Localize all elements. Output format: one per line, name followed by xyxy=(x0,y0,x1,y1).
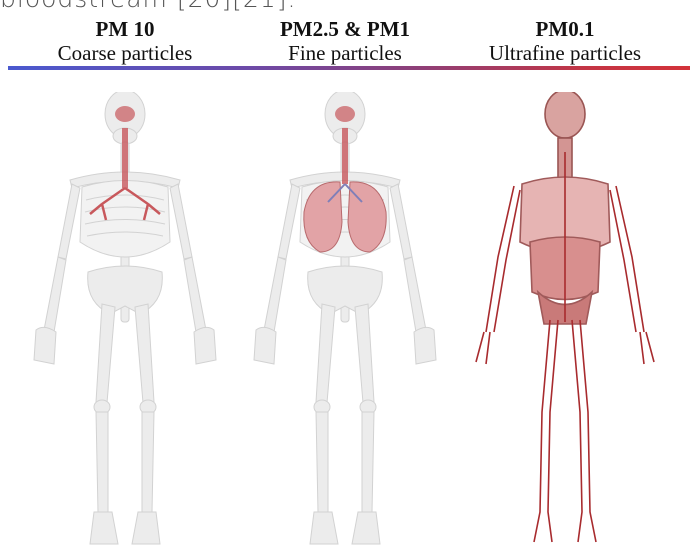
pm01-body-figure xyxy=(450,92,680,552)
pm10-header: PM 10 Coarse particles xyxy=(10,17,240,65)
pm25-level-label: PM2.5 & PM1 xyxy=(230,17,460,41)
cut-off-caption-text: bloodstream [20][21]. xyxy=(0,0,296,13)
pm01-level-label: PM0.1 xyxy=(450,17,680,41)
pm25-body-figure xyxy=(230,92,460,552)
pm10-level-label: PM 10 xyxy=(10,17,240,41)
pm25-header: PM2.5 & PM1 Fine particles xyxy=(230,17,460,65)
pm10-body-figure xyxy=(10,92,240,552)
pm10-particle-label: Coarse particles xyxy=(10,41,240,65)
pm01-particle-label: Ultrafine particles xyxy=(450,41,680,65)
particle-size-gradient-bar xyxy=(8,66,690,70)
pm01-header: PM0.1 Ultrafine particles xyxy=(450,17,680,65)
pm25-particle-label: Fine particles xyxy=(230,41,460,65)
pm01-full-body-highlight xyxy=(476,92,654,542)
